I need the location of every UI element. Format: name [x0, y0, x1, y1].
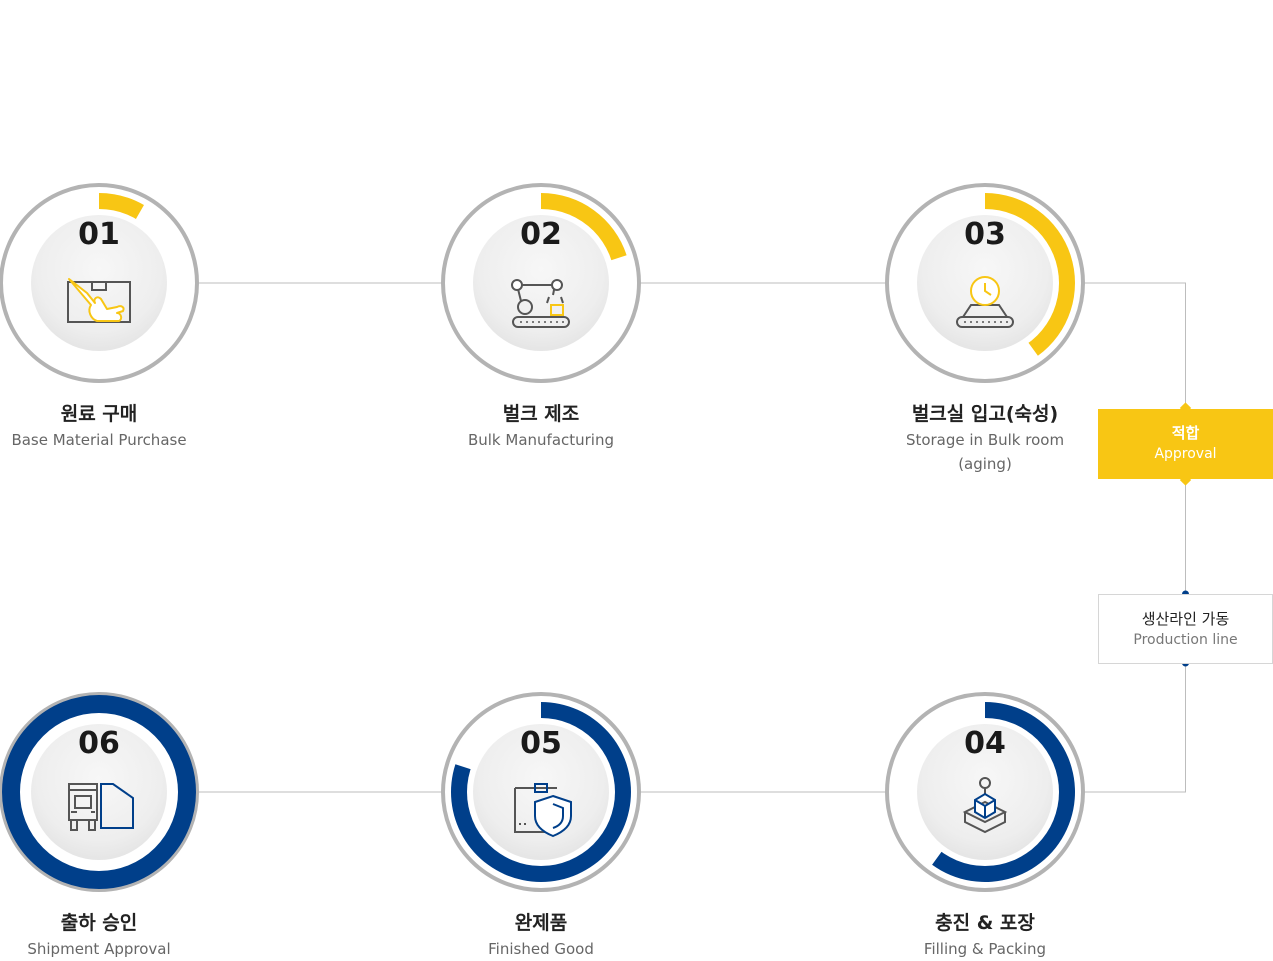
step-label-en: Filling & Packing [923, 940, 1047, 958]
step-label-en: Finished Good [488, 940, 594, 958]
step-circle [0, 692, 199, 892]
step-label-en: Base Material Purchase [11, 431, 187, 449]
step-label-en: Bulk Manufacturing [467, 431, 615, 449]
step-circle [441, 692, 641, 892]
step-label-ko: 출하 승인 [60, 912, 138, 934]
step-03: 03 [875, 173, 1095, 393]
step-label-ko: 원료 구매 [60, 403, 138, 425]
step-circle [0, 183, 199, 383]
step-number: 06 [78, 726, 120, 761]
production-label-ko: 생산라인 가동 [1141, 610, 1230, 628]
step-label-ko: 벌크 제조 [502, 403, 580, 425]
step-04: 04 [875, 682, 1095, 902]
step-number: 05 [520, 726, 562, 761]
connector-line [1085, 282, 1186, 594]
clock-conveyor-icon [956, 276, 1014, 328]
approval-label-en: Approval [1154, 446, 1217, 462]
step-circle [885, 692, 1085, 892]
step-label-en-line2: (aging) [958, 455, 1012, 473]
step-number: 02 [520, 217, 562, 252]
approval-label-ko: 적합 [1171, 424, 1200, 442]
step-label-en: Storage in Bulk room [905, 431, 1065, 449]
step-06: 06 [0, 682, 209, 902]
step-01: 01 [0, 173, 209, 393]
production-line-box: 생산라인 가동 Production line [1098, 594, 1273, 664]
step-label-en: Shipment Approval [27, 940, 171, 958]
step-circle [885, 183, 1085, 383]
step-number: 03 [964, 217, 1006, 252]
inner-disc [473, 215, 609, 351]
shield-box-icon [514, 783, 572, 838]
hand-box-icon [67, 278, 131, 323]
step-label-ko: 완제품 [514, 912, 568, 934]
step-label-ko: 벌크실 입고(숙성) [911, 403, 1059, 425]
robot-arm-icon [511, 279, 570, 328]
approval-box: 적합 Approval [1098, 409, 1273, 479]
step-number: 01 [78, 217, 120, 252]
truck-icon [68, 783, 134, 831]
step-number: 04 [964, 726, 1006, 761]
progress-arc [2, 695, 196, 889]
step-label-ko: 충진 & 포장 [935, 912, 1035, 934]
package-box-icon [962, 777, 1008, 834]
step-05: 05 [431, 682, 651, 902]
step-02: 02 [431, 173, 651, 393]
step-circle [441, 183, 641, 383]
connector-line [1085, 662, 1186, 793]
production-label-en: Production line [1133, 632, 1238, 648]
